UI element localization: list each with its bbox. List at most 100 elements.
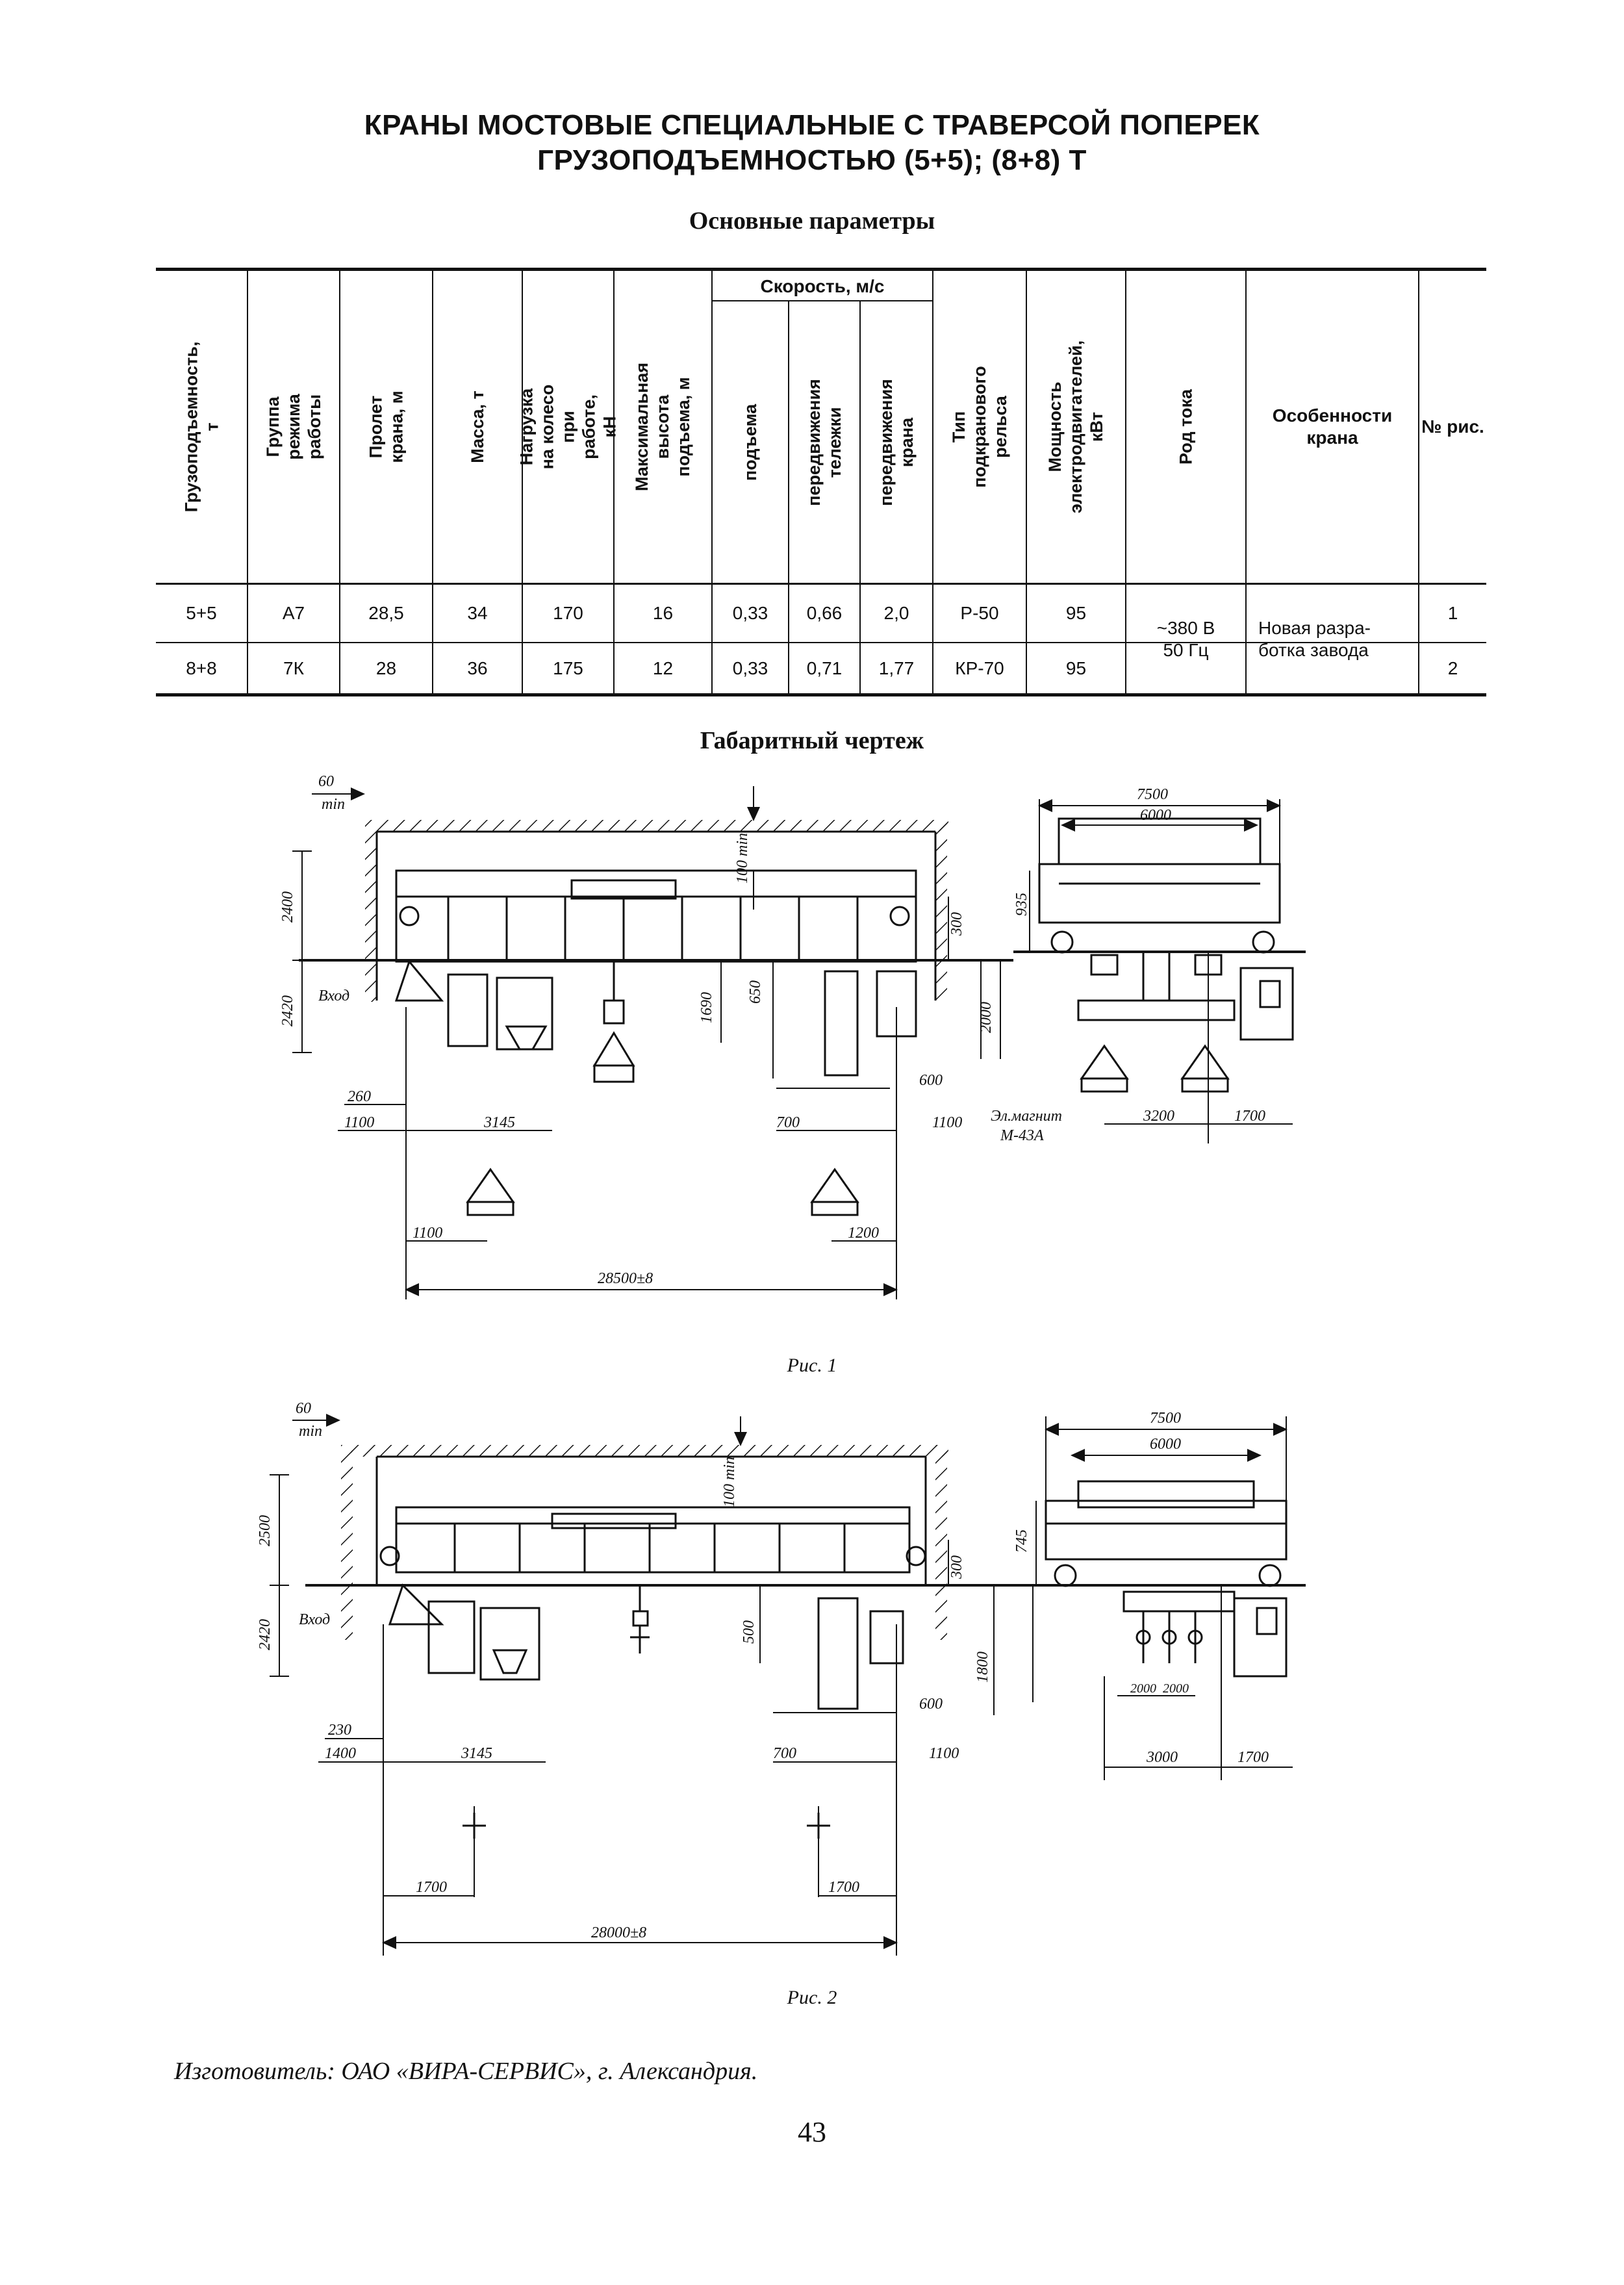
fig2-end-view bbox=[1013, 1416, 1306, 1780]
dim-label: 2000 bbox=[978, 1002, 995, 1033]
dim-label: 3200 bbox=[1143, 1108, 1174, 1125]
dim-label: 3000 bbox=[1146, 1749, 1178, 1766]
dim-label: min bbox=[299, 1423, 322, 1440]
cell-speed-crane: 2,0 bbox=[883, 603, 909, 623]
dim-label: 60 bbox=[296, 1400, 311, 1417]
dim-label: 100 min bbox=[721, 1457, 738, 1507]
dim-label: 3145 bbox=[483, 1114, 515, 1131]
table-row-rule bbox=[156, 642, 1486, 643]
table-bottom-rule bbox=[156, 693, 1486, 696]
dim-label: 1200 bbox=[848, 1225, 879, 1242]
dim-label: 28000±8 bbox=[591, 1924, 646, 1941]
dim-label: 1400 bbox=[325, 1745, 356, 1762]
table-header-rule bbox=[156, 583, 1486, 585]
cell-fig-no: 1 bbox=[1447, 603, 1458, 623]
cell-mass: 36 bbox=[467, 657, 488, 678]
dim-label: 650 bbox=[747, 980, 764, 1004]
cell-duty-group: А7 bbox=[282, 603, 305, 623]
fig1-side-view bbox=[292, 786, 1013, 1299]
entrance-label: Вход bbox=[318, 988, 349, 1004]
table-top-rule bbox=[156, 268, 1486, 271]
col-divider bbox=[432, 268, 433, 696]
dim-label: min bbox=[322, 796, 345, 813]
dim-label: 7500 bbox=[1137, 786, 1168, 803]
dim-label: 745 bbox=[1013, 1529, 1030, 1553]
cell-speed-crane: 1,77 bbox=[878, 657, 915, 678]
dim-label: 300 bbox=[948, 912, 965, 936]
drawing-title: Габаритный чертеж bbox=[700, 727, 924, 754]
dim-label: 1100 bbox=[929, 1745, 959, 1762]
params-table: Грузоподъемность, т Группа режима работы… bbox=[156, 268, 1486, 696]
dim-label: 2500 bbox=[257, 1515, 273, 1546]
magnet-label: Эл.магнит bbox=[991, 1108, 1062, 1125]
header-features: Особенности крана bbox=[1272, 405, 1393, 448]
dim-label: 2000 bbox=[1130, 1681, 1156, 1696]
dim-label: 6000 bbox=[1150, 1436, 1181, 1453]
magnet-label: М-43А bbox=[1000, 1127, 1044, 1144]
header-speed-group: Скорость, м/с bbox=[760, 276, 885, 296]
page-title-line1: КРАНЫ МОСТОВЫЕ СПЕЦИАЛЬНЫЕ С ТРАВЕРСОЙ П… bbox=[364, 109, 1260, 141]
dim-label: 500 bbox=[741, 1620, 757, 1644]
cell-capacity: 8+8 bbox=[186, 657, 217, 678]
manufacturer-note: Изготовитель: ОАО «ВИРА-СЕРВИС», г. Алек… bbox=[174, 2058, 758, 2085]
dim-label: 2420 bbox=[279, 995, 296, 1027]
dim-label: 230 bbox=[328, 1722, 351, 1739]
dim-label: 700 bbox=[773, 1745, 796, 1762]
dim-label: 2000 bbox=[1163, 1681, 1189, 1696]
dim-label: 300 bbox=[948, 1555, 965, 1579]
fig1-caption: Рис. 1 bbox=[787, 1355, 837, 1376]
dim-label: 1700 bbox=[1237, 1749, 1269, 1766]
dim-label: 1100 bbox=[412, 1225, 442, 1242]
col-divider bbox=[1245, 268, 1247, 696]
dim-label: 7500 bbox=[1150, 1410, 1181, 1427]
cell-speed-lift: 0,33 bbox=[732, 603, 768, 623]
dim-label: 1800 bbox=[974, 1652, 991, 1683]
fig1-labels: 60 min 2400 2420 Вход 100 min 300 650 16… bbox=[279, 773, 1265, 1287]
dim-label: 260 bbox=[348, 1088, 371, 1105]
dim-label: 1690 bbox=[698, 992, 715, 1023]
cell-span: 28,5 bbox=[368, 603, 404, 623]
dim-label: 2420 bbox=[257, 1619, 273, 1650]
cell-motor-power: 95 bbox=[1065, 657, 1087, 678]
cell-span: 28 bbox=[375, 657, 397, 678]
fig2-side-view bbox=[270, 1414, 1013, 1956]
cell-wheel-load: 175 bbox=[553, 657, 583, 678]
cell-rail-type: Р-50 bbox=[960, 603, 999, 623]
fig2-labels: 60 min 2500 2420 Вход 100 min 300 500 18… bbox=[257, 1400, 1269, 1941]
dim-label: 935 bbox=[1013, 893, 1030, 916]
col-divider bbox=[339, 268, 340, 696]
col-divider bbox=[1026, 268, 1027, 696]
cell-rail-type: КР-70 bbox=[955, 657, 1004, 678]
col-divider bbox=[859, 301, 861, 696]
header-fig-no: № рис. bbox=[1421, 416, 1484, 437]
fig1-end-view bbox=[1013, 799, 1306, 1143]
cell-fig-no: 2 bbox=[1447, 657, 1458, 678]
dim-label: 100 min bbox=[734, 833, 751, 884]
dim-label: 60 bbox=[318, 773, 334, 790]
cell-motor-power: 95 bbox=[1065, 603, 1087, 623]
dim-label: 3145 bbox=[461, 1745, 492, 1762]
page-title-line2: ГРУЗОПОДЪЕМНОСТЬЮ (5+5); (8+8) Т bbox=[537, 144, 1087, 176]
col-divider bbox=[1418, 268, 1419, 696]
col-divider bbox=[1125, 268, 1126, 696]
page-number: 43 bbox=[798, 2116, 826, 2148]
dim-label: 600 bbox=[919, 1696, 943, 1713]
dim-label: 28500±8 bbox=[598, 1270, 653, 1287]
cell-duty-group: 7К bbox=[283, 657, 304, 678]
col-divider bbox=[613, 268, 615, 696]
cell-speed-trolley: 0,66 bbox=[806, 603, 843, 623]
col-divider bbox=[932, 268, 933, 696]
col-divider bbox=[788, 301, 789, 696]
cell-max-height: 16 bbox=[652, 603, 674, 623]
dim-label: 700 bbox=[776, 1114, 800, 1131]
dim-label: 2400 bbox=[279, 891, 296, 923]
cell-max-height: 12 bbox=[652, 657, 674, 678]
cell-capacity: 5+5 bbox=[186, 603, 217, 623]
cell-features: Новая разра-ботка завода bbox=[1258, 617, 1371, 660]
col-divider bbox=[522, 268, 523, 696]
col-divider bbox=[247, 268, 248, 696]
cell-wheel-load: 170 bbox=[553, 603, 583, 623]
dim-label: 1700 bbox=[416, 1879, 447, 1896]
cell-speed-lift: 0,33 bbox=[732, 657, 768, 678]
